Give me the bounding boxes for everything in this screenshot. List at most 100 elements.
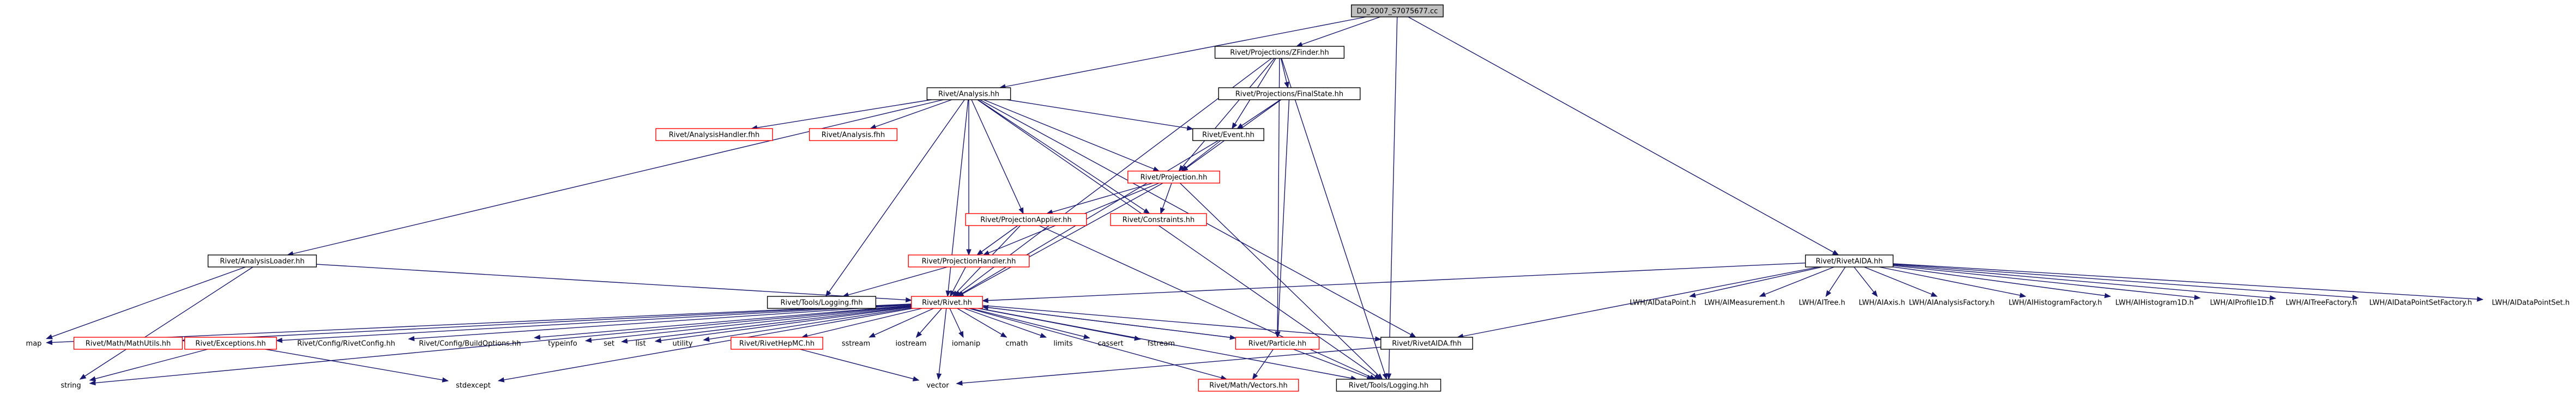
node-list[interactable]: list: [626, 337, 655, 349]
node-label-constraints: Rivet/Constraints.hh: [1123, 216, 1195, 224]
node-itree[interactable]: LWH/AITree.h: [1790, 296, 1853, 308]
edge-rivetaida-to-ihistogram1d: [1893, 266, 2111, 297]
node-label-analysishandler: Rivet/AnalysisHandler.fhh: [669, 131, 760, 139]
node-utility[interactable]: utility: [661, 337, 703, 349]
node-set[interactable]: set: [596, 337, 622, 349]
node-finalstate[interactable]: Rivet/Projections/FinalState.hh: [1218, 87, 1361, 100]
node-map[interactable]: map: [21, 337, 47, 349]
arrowhead-rivetaida-to-imeasurement: [1759, 291, 1766, 297]
node-analysisloader[interactable]: Rivet/AnalysisLoader.hh: [207, 254, 317, 268]
edge-rivethh-to-cmath: [957, 308, 1007, 338]
edge-rivetaida-to-imeasurement: [1759, 266, 1835, 297]
node-label-rivetaidafhh: Rivet/RivetAIDA.fhh: [1392, 340, 1462, 348]
node-cmath[interactable]: cmath: [1000, 337, 1034, 349]
arrowhead-rivethh-to-rivetconfig: [408, 336, 415, 342]
node-label-string: string: [61, 382, 81, 390]
edge-rivetaida-to-rivetaidafhh: [1457, 266, 1819, 338]
arrowhead-projection-to-projhandler: [982, 250, 990, 256]
node-ianalysisfactory[interactable]: LWH/AIAnalysisFactory.h: [1898, 296, 2006, 308]
node-projection[interactable]: Rivet/Projection.hh: [1127, 171, 1220, 184]
edge-analysis-to-constraints: [978, 99, 1150, 214]
node-iprofile1d[interactable]: LWH/AIProfile1D.h: [2200, 296, 2283, 308]
node-projhandler[interactable]: Rivet/ProjectionHandler.hh: [908, 254, 1030, 268]
node-label-buildoptions: Rivet/Config/BuildOptions.hh: [419, 340, 521, 348]
node-projapplier[interactable]: Rivet/ProjectionApplier.hh: [965, 213, 1087, 226]
node-stdexcept[interactable]: stdexcept: [448, 379, 498, 391]
edge-rivethh-to-logginghh: [979, 308, 1357, 380]
edge-projapplier-to-logginghh: [1039, 225, 1376, 380]
node-buildoptions[interactable]: Rivet/Config/BuildOptions.hh: [406, 337, 535, 349]
edge-analysis-to-analysishandler: [751, 99, 932, 129]
node-label-logginghh: Rivet/Tools/Logging.hh: [1349, 382, 1428, 390]
node-typeinfo[interactable]: typeinfo: [540, 337, 586, 349]
node-iaxis[interactable]: LWH/AIAxis.h: [1850, 296, 1913, 308]
edge-finalstate-to-particle: [1277, 99, 1290, 338]
node-label-exceptions: Rivet/Exceptions.hh: [195, 340, 266, 348]
node-box-constraints: [1110, 213, 1207, 226]
node-analysisfhh[interactable]: Rivet/Analysis.fhh: [809, 128, 898, 141]
node-constraints[interactable]: Rivet/Constraints.hh: [1110, 213, 1207, 226]
edge-rivethh-to-stdexcept: [498, 308, 913, 381]
edge-projection-to-logginghh: [1179, 183, 1383, 380]
node-box-exceptions: [184, 337, 277, 350]
node-label-iostream: iostream: [895, 340, 926, 348]
arrowhead-particle-to-vectors: [1252, 373, 1258, 380]
node-cylinder[interactable]: Rivet/Projections/ZFinder.hh: [1214, 46, 1345, 59]
node-label-event: Rivet/Event.hh: [1202, 131, 1254, 139]
node-rivethh[interactable]: Rivet/Rivet.hh: [911, 296, 983, 309]
node-rivethepmc[interactable]: Rivet/RivetHepMC.hh: [731, 337, 823, 350]
node-particle[interactable]: Rivet/Particle.hh: [1235, 337, 1320, 350]
arrowhead-rivetaida-to-iprofile1d: [2194, 295, 2201, 300]
edge-rivethh-to-buildoptions: [534, 305, 912, 338]
edge-rivethh-to-set: [622, 306, 912, 342]
nodes-layer: D0_2007_S7075677.ccRivet/Projections/ZFi…: [21, 4, 2576, 392]
arrowhead-rivethh-to-string: [89, 380, 96, 386]
node-label-analysisloader: Rivet/AnalysisLoader.hh: [220, 258, 304, 266]
node-label-vectors: Rivet/Math/Vectors.hh: [1209, 382, 1288, 390]
node-label-map: map: [26, 340, 42, 348]
node-label-limits: limits: [1053, 340, 1073, 348]
node-label-loggingfhh: Rivet/Tools/Logging.fhh: [781, 299, 863, 307]
node-cassert[interactable]: cassert: [1089, 337, 1131, 349]
edge-rivethh-to-utility: [703, 307, 912, 341]
arrowhead-analysisloader-to-rivethh: [906, 297, 913, 303]
node-loggingfhh[interactable]: Rivet/Tools/Logging.fhh: [767, 296, 877, 309]
arrowhead-rivethh-to-buildoptions: [534, 335, 541, 340]
node-box-rivethh: [911, 296, 983, 309]
node-sstream[interactable]: sstream: [835, 337, 877, 349]
node-iostream[interactable]: iostream: [888, 337, 934, 349]
node-limits[interactable]: limits: [1044, 337, 1082, 349]
node-event[interactable]: Rivet/Event.hh: [1192, 128, 1264, 141]
node-analysis[interactable]: Rivet/Analysis.hh: [926, 87, 1011, 100]
node-rivetconfig[interactable]: Rivet/Config/RivetConfig.hh: [283, 337, 408, 349]
arrowhead-rivethh-to-stdexcept: [497, 377, 505, 382]
node-analysishandler[interactable]: Rivet/AnalysisHandler.fhh: [655, 128, 773, 141]
node-idatapoint[interactable]: LWH/AIDataPoint.h: [1621, 296, 1704, 308]
node-idatapointset[interactable]: LWH/AIDataPointSet.h: [2483, 296, 2576, 308]
edge-projection-to-projapplier: [1047, 183, 1153, 214]
node-box-projection: [1127, 171, 1220, 184]
edge-cylinder-to-logginghh: [1281, 58, 1387, 380]
node-itreefactory[interactable]: LWH/AITreeFactory.h: [2276, 296, 2367, 308]
node-logginghh[interactable]: Rivet/Tools/Logging.hh: [1336, 379, 1441, 392]
arrowhead-rivethh-to-typeinfo: [585, 337, 592, 343]
node-iomanip[interactable]: iomanip: [945, 337, 987, 349]
node-label-idatapointset: LWH/AIDataPointSet.h: [2492, 299, 2570, 307]
arrowhead-cylinder-to-logginghh: [1382, 373, 1387, 380]
node-string[interactable]: string: [52, 379, 90, 391]
node-fstream[interactable]: fstream: [1140, 337, 1182, 349]
arrowhead-rivethh-to-list: [654, 338, 662, 343]
edge-analysisloader-to-map: [46, 266, 246, 339]
node-vector[interactable]: vector: [919, 379, 957, 391]
edge-rivetaidafhh-to-vector: [956, 347, 1381, 384]
node-exceptions[interactable]: Rivet/Exceptions.hh: [184, 337, 277, 350]
node-rivetaidafhh[interactable]: Rivet/RivetAIDA.fhh: [1380, 337, 1473, 350]
node-imeasurement[interactable]: LWH/AIMeasurement.h: [1699, 296, 1790, 308]
node-vectors[interactable]: Rivet/Math/Vectors.hh: [1198, 379, 1299, 392]
node-mathutils[interactable]: Rivet/Math/MathUtils.hh: [73, 337, 183, 350]
node-ihistogramfactory[interactable]: LWH/AIHistogramFactory.h: [1999, 296, 2112, 308]
node-ihistogram1d[interactable]: LWH/AIHistogram1D.h: [2109, 296, 2200, 308]
node-label-imeasurement: LWH/AIMeasurement.h: [1704, 299, 1784, 307]
node-rivetaida[interactable]: Rivet/RivetAIDA.hh: [1805, 254, 1894, 268]
node-idatapointsetfactory[interactable]: LWH/AIDataPointSetFactory.h: [2358, 296, 2483, 308]
